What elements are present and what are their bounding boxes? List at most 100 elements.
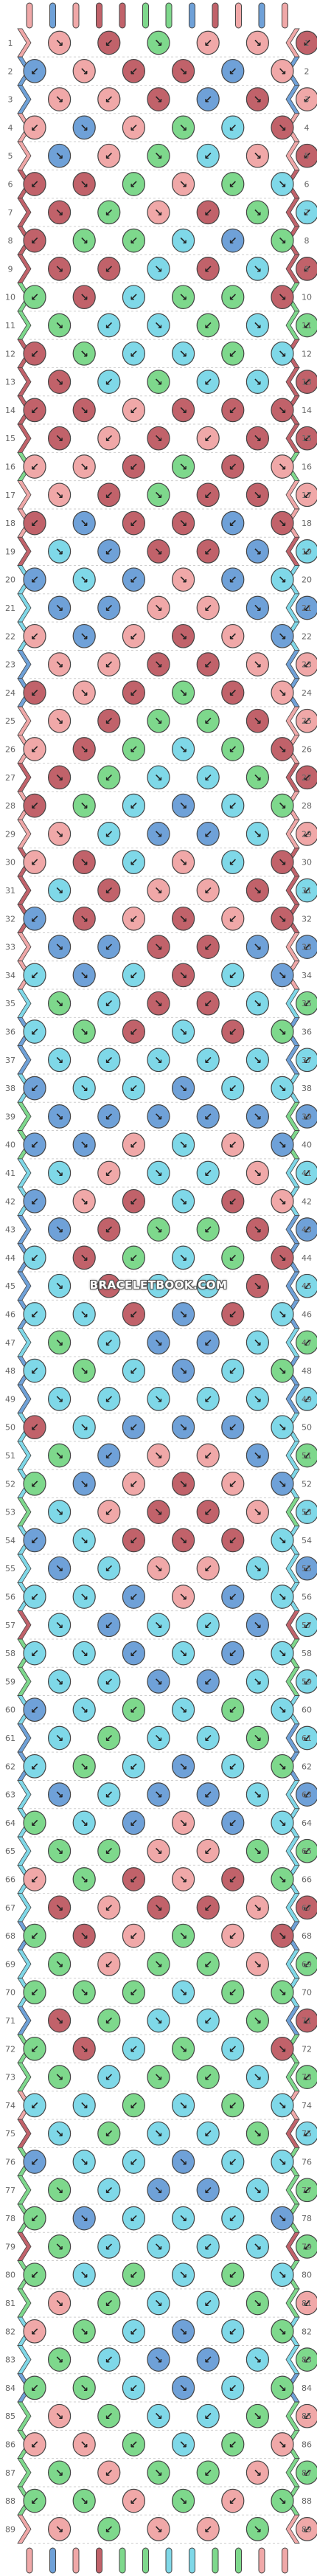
knot: ↘ [271, 850, 294, 875]
knot-arrow: ↘ [55, 1225, 64, 1236]
knot: ↙ [122, 2319, 145, 2344]
knot-circle [97, 1895, 121, 1920]
knot: ↙ [23, 341, 46, 366]
knot-arrow: ↙ [130, 800, 139, 812]
knot: ↙ [296, 2403, 317, 2428]
row-number-left: 69 [5, 1959, 15, 1969]
knot: ↘ [72, 172, 96, 196]
knot-circle [23, 2488, 46, 2513]
left-edge-strand [17, 988, 32, 1018]
bottom-thread-end [235, 2547, 242, 2574]
knot-arrow: ↙ [229, 1535, 237, 1547]
knot: ↘ [47, 2234, 72, 2259]
knot: ↘ [271, 793, 294, 818]
knot: ↙ [221, 115, 245, 140]
knot: ↘ [172, 680, 195, 705]
knot: ↙ [97, 1669, 121, 1694]
knot-circle [196, 1160, 220, 1185]
knot-arrow: ↘ [55, 2355, 64, 2366]
knot: ↘ [147, 2065, 170, 2089]
knot: ↙ [221, 454, 245, 479]
knot-arrow: ↘ [254, 1225, 262, 1236]
knot-circle [271, 2488, 294, 2513]
knot: ↙ [296, 765, 317, 790]
knot-circle [245, 370, 269, 394]
knot-arrow: ↘ [55, 2072, 64, 2084]
row-number-right: 80 [302, 2271, 312, 2280]
knot-arrow: ↘ [154, 1225, 163, 1236]
knot: ↘ [245, 2517, 269, 2541]
row-number-left: 21 [5, 603, 15, 613]
knot-arrow: ↙ [229, 2270, 237, 2282]
knot-arrow: ↙ [303, 377, 312, 389]
knot: ↘ [172, 1076, 195, 1101]
knot: ↙ [23, 172, 46, 196]
knot-arrow: ↘ [254, 94, 262, 106]
knot: ↘ [47, 1838, 72, 1863]
row-number-right: 73 [302, 2073, 312, 2082]
knot: ↙ [221, 1132, 245, 1157]
knot-circle [296, 370, 317, 394]
knot-circle [122, 1980, 145, 2005]
knot-circle [196, 2460, 220, 2485]
knot-arrow: ↘ [80, 970, 88, 982]
knot-circle [221, 2150, 245, 2174]
knot-circle [245, 1613, 269, 1638]
knot: ↙ [122, 2375, 145, 2400]
knot: ↘ [172, 2206, 195, 2231]
knot-arrow: ↘ [80, 913, 88, 925]
knot: ↙ [196, 143, 220, 168]
knot-arrow: ↘ [278, 1140, 287, 1152]
knot: ↘ [172, 1697, 195, 1722]
row-number-right: 51 [302, 1451, 312, 1461]
knot: ↙ [23, 1810, 46, 1835]
knot-circle [47, 2178, 72, 2203]
row-number-left: 80 [5, 2271, 15, 2280]
knot: ↙ [97, 708, 121, 733]
knot-arrow: ↘ [55, 2298, 64, 2310]
knot-circle [172, 1641, 195, 1666]
knot-circle [221, 737, 245, 761]
knot-arrow: ↘ [55, 1563, 64, 1575]
knot-arrow: ↙ [229, 1196, 237, 1208]
knot-arrow: ↘ [55, 1846, 64, 1857]
knot-circle [271, 341, 294, 366]
knot-circle [221, 2432, 245, 2456]
knot-circle [245, 1104, 269, 1129]
knot-arrow: ↙ [130, 462, 139, 474]
knot-arrow: ↙ [130, 2383, 139, 2395]
knot: ↙ [23, 2432, 46, 2456]
knot-circle [72, 1923, 96, 1948]
knot-circle [221, 623, 245, 648]
row-number-left: 19 [5, 547, 15, 556]
knot: ↙ [196, 2008, 220, 2033]
knot-arrow: ↘ [278, 2326, 287, 2338]
knot-circle [221, 1867, 245, 1891]
knot-circle [245, 313, 269, 338]
row-number-left: 51 [5, 1451, 15, 1461]
row-guide-lines [29, 56, 288, 2544]
knot: ↘ [245, 878, 269, 903]
knot-arrow: ↙ [30, 1196, 39, 1208]
knot-arrow: ↘ [179, 1874, 188, 1886]
knot: ↙ [122, 1019, 145, 1044]
knot: ↙ [196, 2291, 220, 2316]
knot: ↘ [271, 2036, 294, 2061]
knot-arrow: ↘ [55, 94, 64, 106]
knot-arrow: ↘ [80, 235, 88, 247]
knot: ↙ [122, 793, 145, 818]
knot-circle [47, 87, 72, 111]
row-number-left: 16 [5, 463, 15, 472]
left-edge-strand [17, 1328, 32, 1357]
knot-circle [72, 1415, 96, 1440]
knot-arrow: ↙ [229, 2100, 237, 2112]
left-edge-strand [17, 2288, 32, 2318]
knot-circle [147, 426, 170, 451]
knot-arrow: ↙ [105, 659, 114, 671]
row-number-right: 22 [302, 631, 312, 641]
row-number-right: 68 [302, 1931, 312, 1941]
knot-circle [296, 143, 317, 168]
knot-circle [221, 2319, 245, 2344]
knot-arrow: ↙ [303, 546, 312, 558]
row-number-right: 29 [302, 829, 312, 839]
